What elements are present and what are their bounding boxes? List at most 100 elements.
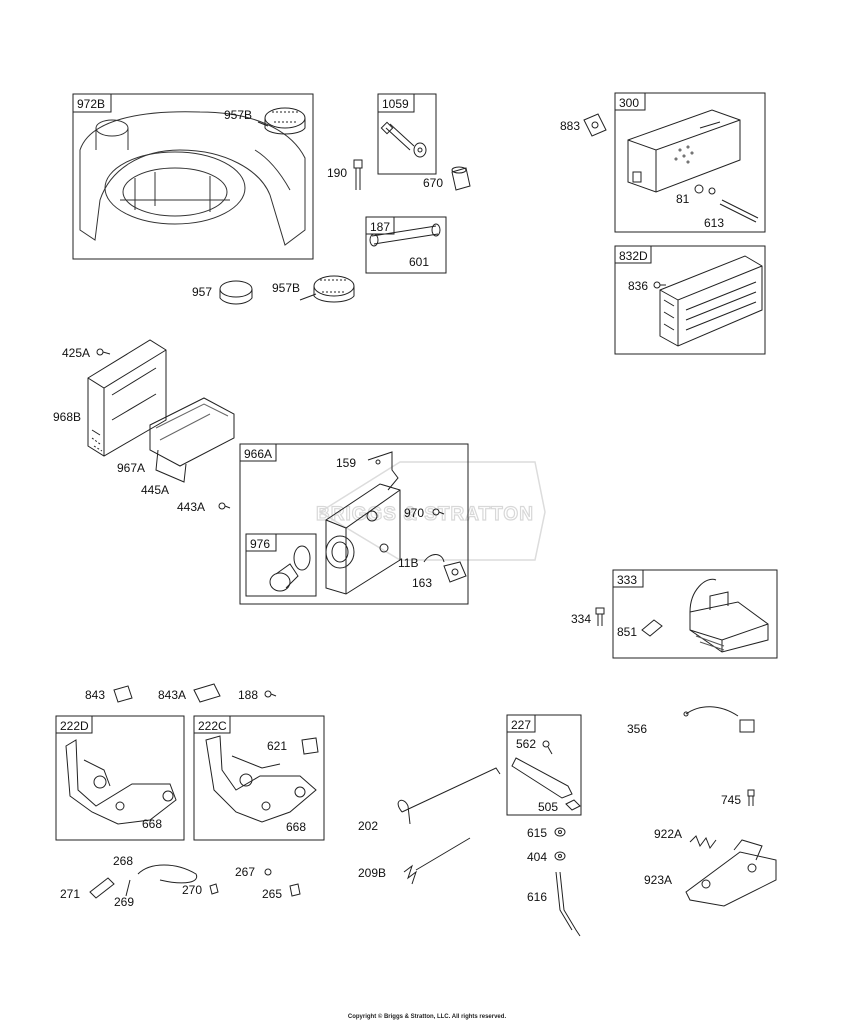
muffler-part — [627, 109, 741, 193]
box-966A[interactable]: 966A 159 970 — [239, 443, 469, 605]
callout-616[interactable]: 616 — [527, 890, 547, 904]
box-222D[interactable]: 222D 668 — [55, 715, 185, 841]
control-plate-923A-part — [685, 839, 777, 907]
callout-957[interactable]: 957 — [192, 285, 212, 299]
screw-443A-part — [218, 502, 231, 510]
carburetor-body-part — [325, 483, 401, 595]
cable-356-part — [683, 706, 755, 733]
screw-267-part — [264, 868, 272, 876]
box-187[interactable]: 187 601 — [365, 216, 447, 274]
callout-562[interactable]: 562 — [516, 737, 536, 751]
callout-334[interactable]: 334 — [571, 612, 591, 626]
block-843A-part — [193, 683, 221, 703]
callout-267[interactable]: 267 — [235, 865, 255, 879]
box-label-1059: 1059 — [382, 97, 409, 111]
fuel-cap-957-part — [219, 280, 253, 305]
nut-505-part — [565, 799, 581, 811]
blower-housing-part — [79, 111, 306, 246]
screw-745-part — [747, 789, 755, 806]
callout-265[interactable]: 265 — [262, 887, 282, 901]
callout-922A[interactable]: 922A — [654, 827, 682, 841]
nut-615-part — [554, 827, 566, 837]
copyright-notice: Copyright © Briggs & Stratton, LLC. All … — [347, 1014, 507, 1020]
box-label-333: 333 — [617, 573, 637, 587]
callout-163[interactable]: 163 — [412, 576, 432, 590]
box-label-976: 976 — [250, 537, 270, 551]
box-972B[interactable]: 972B 957B — [72, 93, 314, 260]
fuel-cap-957B-bottom-part — [299, 275, 355, 303]
callout-843A[interactable]: 843A — [158, 688, 186, 702]
callout-745[interactable]: 745 — [721, 793, 741, 807]
callout-190[interactable]: 190 — [327, 166, 347, 180]
callout-356[interactable]: 356 — [627, 722, 647, 736]
callout-268[interactable]: 268 — [113, 854, 133, 868]
box-1059[interactable]: 1059 — [377, 93, 437, 175]
screw-188-part — [264, 690, 277, 698]
link-rod-part — [369, 223, 441, 247]
screw-970-part — [432, 508, 445, 516]
screw-562-part — [542, 740, 553, 755]
control-bracket-222C-part — [205, 735, 317, 823]
box-832D[interactable]: 832D 836 — [614, 245, 766, 355]
callout-970[interactable]: 970 — [404, 506, 424, 520]
callout-11B[interactable]: 11B — [398, 556, 418, 570]
screw-836-part — [653, 281, 666, 289]
callout-668-left[interactable]: 668 — [142, 817, 162, 831]
callout-443A[interactable]: 443A — [177, 500, 205, 514]
link-202-part — [397, 767, 501, 825]
callout-851[interactable]: 851 — [617, 625, 637, 639]
callout-188[interactable]: 188 — [238, 688, 258, 702]
callout-613[interactable]: 613 — [704, 216, 724, 230]
callout-271[interactable]: 271 — [60, 887, 80, 901]
spring-922A-part — [689, 835, 717, 850]
watermark-text: BRIGGS & STRATTON — [316, 504, 534, 525]
callout-445A[interactable]: 445A — [141, 483, 169, 497]
box-300[interactable]: 300 81 613 — [614, 92, 766, 233]
shaft-616-part — [555, 871, 581, 937]
clip-621-part — [301, 737, 319, 755]
callout-209B[interactable]: 209B — [358, 866, 386, 880]
clip-11B-part — [423, 554, 445, 563]
screw-81-part — [694, 184, 716, 195]
cable-268-part — [137, 864, 198, 884]
bolt-190 — [353, 159, 363, 190]
box-227[interactable]: 227 562 505 — [506, 714, 582, 816]
control-bracket-222D-part — [65, 739, 177, 825]
callout-621[interactable]: 621 — [267, 739, 287, 753]
callout-668-right[interactable]: 668 — [286, 820, 306, 834]
callout-159[interactable]: 159 — [336, 456, 356, 470]
callout-404[interactable]: 404 — [527, 850, 547, 864]
callout-670[interactable]: 670 — [423, 176, 443, 190]
callout-843[interactable]: 843 — [85, 688, 105, 702]
callout-81[interactable]: 81 — [676, 192, 690, 206]
nut-270-part — [209, 883, 219, 895]
bracket-159-part — [367, 451, 399, 491]
callout-883[interactable]: 883 — [560, 119, 580, 133]
box-label-222D: 222D — [60, 719, 89, 733]
callout-923A[interactable]: 923A — [644, 873, 672, 887]
box-222C[interactable]: 222C 621 668 — [193, 715, 325, 841]
callout-505[interactable]: 505 — [538, 800, 558, 814]
air-cleaner-base-968B-part — [87, 339, 167, 457]
stud-613-part — [719, 199, 759, 223]
callout-957B-bottom[interactable]: 957B — [272, 281, 300, 295]
callout-270[interactable]: 270 — [182, 883, 202, 897]
callout-957B-top[interactable]: 957B — [224, 108, 252, 122]
lever-227-part — [511, 757, 573, 799]
callout-425A[interactable]: 425A — [62, 346, 90, 360]
callout-269[interactable]: 269 — [114, 895, 134, 909]
box-label-966A: 966A — [244, 447, 272, 461]
callout-836[interactable]: 836 — [628, 279, 648, 293]
callout-202[interactable]: 202 — [358, 819, 378, 833]
gasket-163-part — [443, 561, 467, 583]
callout-615[interactable]: 615 — [527, 826, 547, 840]
callout-968B[interactable]: 968B — [53, 410, 81, 424]
ignition-coil-part — [689, 578, 769, 653]
screw-334-part — [595, 607, 605, 626]
spring-209B-part — [403, 837, 471, 885]
callout-601[interactable]: 601 — [409, 255, 429, 269]
box-976[interactable]: 976 — [245, 533, 317, 597]
box-333[interactable]: 333 851 — [612, 569, 778, 659]
callout-967A[interactable]: 967A — [117, 461, 145, 475]
